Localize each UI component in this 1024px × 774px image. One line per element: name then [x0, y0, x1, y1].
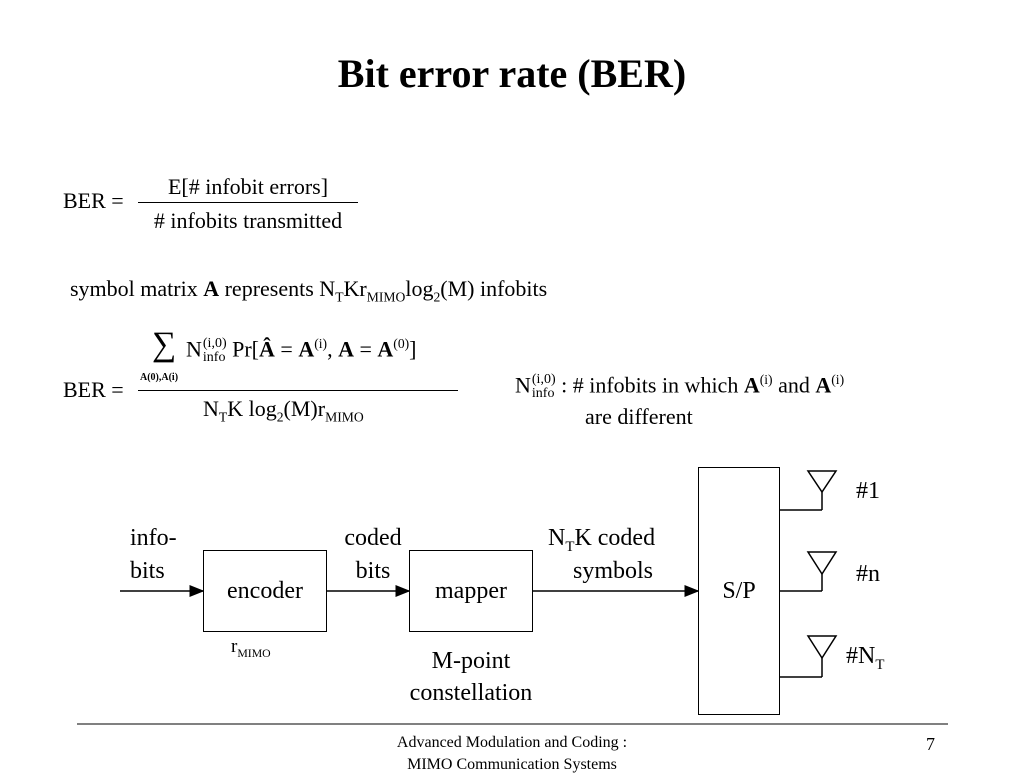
antenna-1-label: #1 — [856, 478, 880, 504]
coded-label-line1: coded — [344, 525, 402, 551]
ninfo-definition-line2: are different — [585, 404, 693, 429]
mapper-note-line2: constellation — [409, 680, 533, 706]
encoder-rate: rMIMO — [231, 636, 271, 660]
eq2-lhs: BER = — [63, 377, 124, 402]
eq1-numerator: E[# infobit errors] — [167, 174, 329, 199]
eq1-lhs: BER = — [63, 188, 124, 213]
mapper-note-line1: M-point — [431, 648, 511, 674]
encoder-block: encoder — [203, 550, 327, 632]
page-number: 7 — [926, 734, 935, 754]
sp-block: S/P — [698, 467, 780, 715]
sum-subscript: A(0),A(i) — [140, 372, 179, 383]
antenna-n-label: #n — [856, 561, 880, 587]
input-label-line1: info- — [130, 525, 177, 551]
footer-line2: MIMO Communication Systems — [407, 756, 617, 773]
eq2-numerator: N(i,0)info Pr[Â = A(i), A = A(0)] — [186, 336, 417, 366]
eq2-denominator: NTK log2(M)rMIMO — [203, 396, 364, 425]
slide-title: Bit error rate (BER) — [337, 51, 687, 96]
eq2-fraction-bar — [138, 390, 458, 391]
antenna-nt-label: #NT — [846, 643, 885, 673]
mapper-block: mapper — [409, 550, 533, 632]
input-label-line2: bits — [130, 558, 165, 584]
sum-symbol: ∑ — [152, 326, 177, 363]
symbol-matrix-line: symbol matrix A represents NTKrMIMOlog2(… — [70, 276, 548, 305]
symbols-label-line2: symbols — [572, 558, 653, 584]
coded-label-line2: bits — [355, 558, 391, 584]
eq1-fraction-bar — [138, 202, 358, 203]
symbols-label-line1: NTK coded — [548, 525, 656, 555]
ninfo-definition: N(i,0)info : # infobits in which A(i) an… — [515, 372, 845, 402]
footer-line1: Advanced Modulation and Coding : — [396, 734, 628, 751]
eq1-denominator: # infobits transmitted — [153, 208, 343, 233]
